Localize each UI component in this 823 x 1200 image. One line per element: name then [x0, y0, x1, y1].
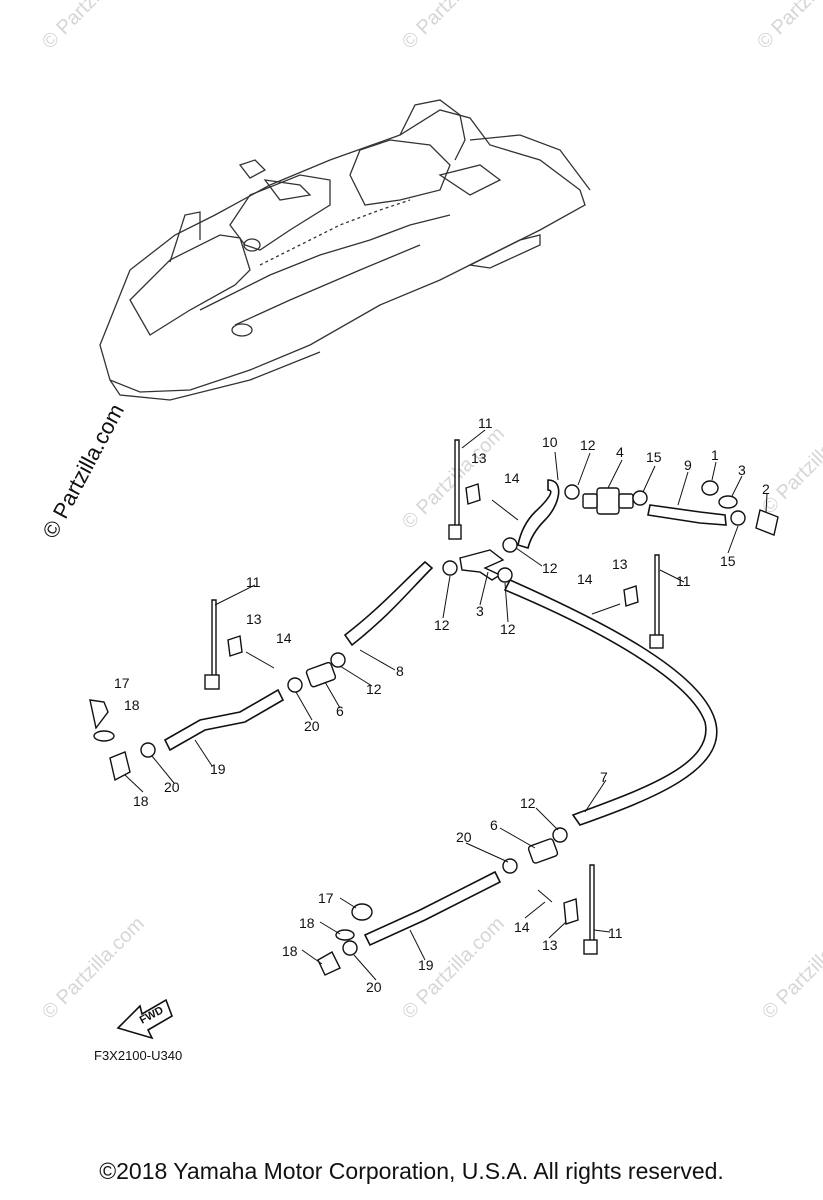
fitting-6-lower [527, 838, 559, 864]
fwd-arrow-icon: FWD [116, 998, 173, 1040]
fitting-2 [755, 509, 779, 536]
callout-16: 17 [114, 675, 130, 691]
callout-4: 3 [476, 603, 484, 619]
callout-11: 11 [676, 573, 691, 589]
callout-14: 14 [514, 919, 530, 935]
callout-7: 7 [600, 769, 608, 785]
callout-15: 15 [646, 449, 662, 465]
callout-11: 11 [246, 574, 261, 590]
hose-10 [517, 479, 560, 550]
nut-1 [701, 480, 719, 496]
callout-2: 2 [762, 481, 770, 497]
t-joint-4 [459, 549, 505, 581]
callout-13: 13 [246, 611, 262, 627]
fittings [89, 480, 779, 976]
watermark: © Partzilla.com [398, 913, 509, 1024]
callout-13: 13 [612, 556, 628, 572]
callout-19: 19 [418, 957, 434, 973]
watermark: © Partzilla.com [38, 913, 149, 1024]
callout-17: 18 [124, 697, 140, 713]
washer-17-left [93, 730, 115, 742]
callout-14: 14 [276, 630, 292, 646]
callout-3: 3 [738, 462, 746, 478]
watercraft-illustration [99, 99, 591, 401]
elbow-18-left [109, 751, 131, 782]
leader-lines [124, 429, 768, 981]
hose-19-left [163, 688, 285, 752]
callout-labels: 11 10 12 4 15 9 1 3 2 13 14 15 12 3 12 1… [114, 415, 770, 995]
callout-14: 14 [504, 470, 520, 486]
fitting-6-upper [305, 661, 337, 688]
callout-8: 8 [396, 663, 404, 679]
callout-17: 18 [299, 915, 315, 931]
watermark: © Partzilla.com [38, 0, 149, 54]
callout-20: 20 [304, 718, 320, 734]
diagram-code: F3X2100-U340 [94, 1048, 182, 1063]
callout-18: 18 [133, 793, 149, 809]
cable-ties [204, 439, 664, 955]
watermark: © Partzilla.com [398, 423, 509, 534]
callout-10: 10 [542, 434, 558, 450]
callout-12: 12 [520, 795, 536, 811]
cap-16-bottom [351, 903, 373, 921]
callout-20: 20 [164, 779, 180, 795]
callout-5: 4 [616, 444, 624, 460]
callout-6: 6 [490, 817, 498, 833]
callout-9: 9 [684, 457, 692, 473]
copyright-notice: ©2018 Yamaha Motor Corporation, U.S.A. A… [99, 1158, 724, 1184]
hose-7 [503, 578, 718, 826]
elbow-18-bottom [317, 951, 341, 976]
callout-12: 12 [580, 437, 596, 453]
callout-11: 11 [478, 415, 493, 431]
callout-19: 19 [210, 761, 226, 777]
callout-12: 12 [366, 681, 382, 697]
hose-8 [343, 560, 434, 647]
callout-16: 17 [318, 890, 334, 906]
callout-1: 1 [711, 447, 719, 463]
callout-6: 6 [336, 703, 344, 719]
hose-9 [647, 504, 727, 526]
watermark: © Partzilla.com [753, 0, 823, 54]
cap-16-left [89, 699, 109, 730]
callout-14: 14 [577, 571, 593, 587]
callout-11: 11 [608, 925, 623, 941]
holders-screws [227, 483, 639, 925]
callout-13: 13 [471, 450, 487, 466]
watermark: © Partzilla.com [758, 408, 823, 519]
callout-15: 15 [720, 553, 736, 569]
hose-clamps [140, 484, 746, 956]
callout-12: 12 [434, 617, 450, 633]
washer-3 [718, 495, 738, 509]
washer-17-bottom [335, 929, 355, 941]
callout-20: 20 [456, 829, 472, 845]
callout-20: 20 [366, 979, 382, 995]
watermark-tiles: © Partzilla.com © Partzilla.com © Partzi… [38, 0, 823, 1024]
callout-12: 12 [500, 621, 516, 637]
watermark: © Partzilla.com [758, 913, 823, 1024]
callout-13: 13 [542, 937, 558, 953]
hoses [163, 479, 727, 947]
hose-19-bottom [363, 870, 502, 947]
fitting-5 [596, 487, 620, 515]
watermark: © Partzilla.com [398, 0, 509, 54]
callout-18: 18 [282, 943, 298, 959]
partzilla-watermark: © Partzilla.com [37, 400, 129, 543]
callout-12: 12 [542, 560, 558, 576]
